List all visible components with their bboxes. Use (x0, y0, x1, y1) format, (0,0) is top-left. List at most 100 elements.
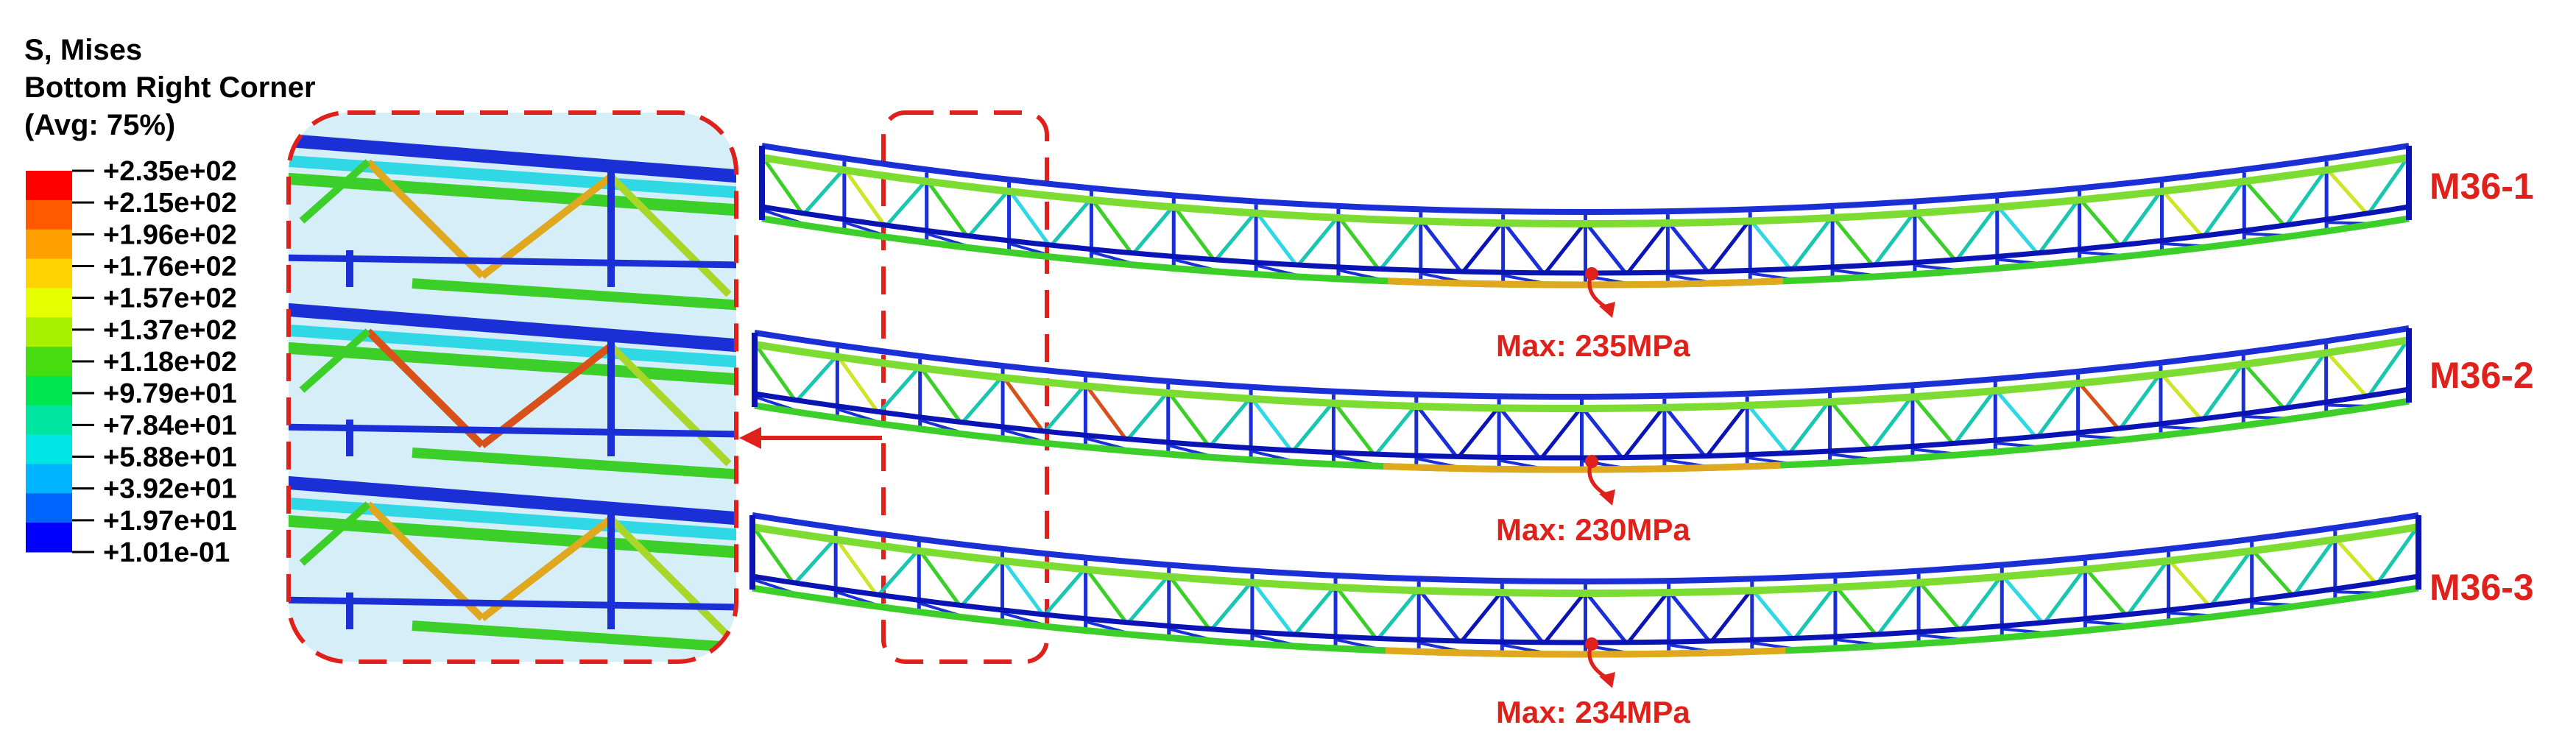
model-labels: M36-1 M36-2 M36-3 (2429, 166, 2534, 608)
truss-bottom-chord (754, 386, 2410, 461)
legend-value-label: +1.37e+02 (103, 315, 237, 346)
zoom-panel (286, 110, 738, 664)
selection-arrow-head (739, 427, 761, 449)
truss-diagonal (1090, 197, 1135, 256)
truss-diagonal (1704, 403, 1749, 459)
selection-indicator (739, 110, 1049, 664)
truss-diagonal (1125, 390, 1170, 442)
truss-diagonal (1001, 375, 1046, 434)
legend-swatch (26, 258, 72, 289)
truss-diagonal (2365, 337, 2411, 399)
zoom-diagonal (299, 159, 371, 224)
truss-diagonal (2201, 361, 2245, 422)
truss-m36-3 (749, 512, 2421, 658)
truss-diagonal (1373, 403, 1418, 457)
truss-diagonal (1750, 587, 1796, 641)
truss-diagonal (1501, 220, 1546, 276)
legend-value-label: +3.92e+01 (103, 474, 237, 505)
truss-diagonal (1621, 405, 1666, 461)
truss-diagonal (1377, 218, 1422, 272)
legend-swatch (26, 464, 72, 494)
zoom-top-chord-secondary (289, 324, 736, 368)
truss-diagonal (875, 548, 921, 598)
truss-diagonal (2325, 167, 2369, 216)
truss-diagonal (2076, 381, 2121, 431)
legend-swatch (26, 375, 72, 406)
zoom-bottom-chord (289, 254, 736, 269)
truss-diagonal (1336, 215, 1381, 272)
truss-diagonal (794, 354, 839, 403)
truss-diagonal (1042, 566, 1087, 618)
truss-diagonal (1001, 558, 1046, 618)
zoom-segment (289, 475, 736, 653)
truss-diagonal (1213, 211, 1258, 263)
max-annotation-m36-3: Max: 234MPa (1496, 637, 1690, 729)
zoom-top-chord (289, 133, 736, 183)
truss-diagonal (1958, 573, 2004, 632)
legend-value-label: +1.96e+02 (103, 219, 237, 250)
zoom-diagonal (608, 174, 732, 297)
truss-diagonal (966, 188, 1011, 239)
truss-diagonal (959, 558, 1004, 609)
truss-diagonal (2083, 566, 2128, 618)
truss-diagonal (1296, 215, 1340, 268)
zoom-top-chord-tertiary (289, 514, 736, 559)
truss-diagonal (1542, 590, 1587, 645)
truss-diagonal (1828, 399, 1873, 452)
legend-value-label: +7.84e+01 (103, 410, 237, 441)
truss-diagonal (836, 354, 881, 414)
max-arrowhead-m36-2 (1599, 489, 1615, 506)
truss-diagonal (2242, 361, 2287, 411)
zoom-top-chord-tertiary (289, 342, 736, 386)
zoom-top-chord-secondary (289, 155, 736, 199)
truss-diagonal (925, 178, 970, 238)
zoom-diagonal (608, 516, 732, 640)
truss-diagonal (750, 524, 796, 586)
zoom-diagonal (299, 501, 371, 566)
truss-diagonal (2333, 537, 2379, 586)
zoom-diagonal (365, 501, 485, 621)
legend-value-label: +1.76e+02 (103, 252, 237, 283)
truss-diagonal (1172, 205, 1217, 263)
legend-title-line-1: S, Mises (24, 34, 142, 66)
truss-diagonal (1667, 590, 1712, 644)
truss-diagonal (1048, 197, 1093, 248)
truss-diagonal (2042, 567, 2087, 626)
truss-diagonal (1584, 221, 1628, 276)
legend-swatch (26, 229, 72, 260)
truss-top-chord-secondary (754, 336, 2410, 412)
truss-diagonal (1167, 573, 1213, 632)
legend-swatch (26, 523, 72, 553)
truss-m36-2 (752, 325, 2412, 473)
truss-diagonal (1456, 405, 1501, 459)
legend-value-label: +1.18e+02 (103, 347, 237, 378)
truss-diagonal (2078, 197, 2122, 248)
legend-swatch (26, 434, 72, 464)
truss-diagonal (1084, 567, 1129, 626)
truss-diagonal (1709, 587, 1754, 644)
zoom-bottom-chord-outer (412, 278, 736, 311)
zoom-segment (289, 133, 736, 311)
max-annotation-m36-1: Max: 235MPa (1496, 267, 1690, 363)
truss-high-stress-zone (1387, 277, 1784, 289)
truss-diagonal (2159, 372, 2204, 422)
truss-diagonal (2250, 548, 2296, 598)
max-label-m36-3: Max: 234MPa (1496, 695, 1690, 729)
truss-diagonal (1375, 587, 1421, 641)
legend-swatch (26, 317, 72, 347)
truss-diagonal (1666, 220, 1711, 275)
truss-diagonal (1954, 205, 1999, 263)
max-annotation-m36-2: Max: 230MPa (1496, 455, 1690, 547)
legend-swatch (26, 347, 72, 377)
truss-diagonal (2366, 155, 2411, 216)
truss-diagonal (1910, 394, 1955, 447)
truss-diagonal (2209, 548, 2254, 608)
truss-diagonal (1625, 220, 1670, 276)
legend-swatch (26, 493, 72, 523)
truss-diagonal (877, 365, 922, 415)
truss-diagonal (2375, 524, 2421, 586)
truss-diagonal (1787, 399, 1832, 456)
truss-diagonal (1084, 383, 1129, 442)
truss-diagonal (792, 537, 838, 586)
truss-diagonal (1460, 220, 1505, 275)
